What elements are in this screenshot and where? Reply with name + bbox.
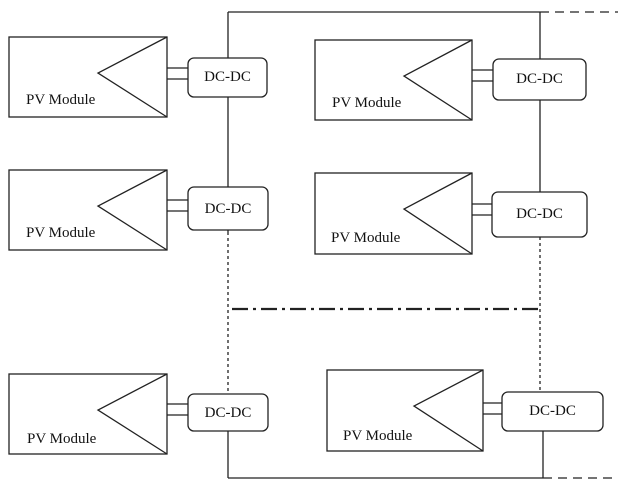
module-group-1: PV Module DC-DC bbox=[8, 36, 268, 118]
dc-dc-label: DC-DC bbox=[516, 71, 563, 87]
pv-module-label: PV Module bbox=[332, 95, 402, 111]
module-group-3: PV Module DC-DC bbox=[8, 169, 269, 251]
dc-dc-converter bbox=[501, 391, 604, 432]
dc-dc-label: DC-DC bbox=[204, 69, 251, 85]
dc-dc-converter bbox=[492, 58, 587, 101]
pv-module-symbol bbox=[96, 169, 168, 251]
pv-module-symbol bbox=[402, 39, 473, 121]
pv-module-label: PV Module bbox=[26, 225, 96, 241]
dc-dc-converter bbox=[491, 191, 588, 238]
dc-dc-label: DC-DC bbox=[529, 403, 576, 419]
module-group-6: PV Module DC-DC bbox=[326, 369, 604, 452]
dc-dc-label: DC-DC bbox=[516, 206, 563, 222]
pv-module-label: PV Module bbox=[343, 428, 413, 444]
pv-module-label: PV Module bbox=[26, 92, 96, 108]
pv-module-symbol bbox=[402, 172, 473, 255]
pv-module-symbol bbox=[96, 36, 168, 118]
dc-dc-converter bbox=[187, 186, 269, 231]
module-group-5: PV Module DC-DC bbox=[8, 373, 269, 455]
pv-module-symbol bbox=[96, 373, 168, 455]
pv-module-label: PV Module bbox=[27, 431, 97, 447]
pv-module-label: PV Module bbox=[331, 230, 401, 246]
module-group-4: PV Module DC-DC bbox=[314, 172, 588, 255]
module-group-2: PV Module DC-DC bbox=[314, 39, 587, 121]
dc-dc-converter bbox=[187, 393, 269, 432]
dc-dc-label: DC-DC bbox=[205, 201, 252, 217]
pv-module-symbol bbox=[412, 369, 484, 452]
dc-dc-label: DC-DC bbox=[205, 405, 252, 421]
dc-dc-converter bbox=[187, 57, 268, 98]
